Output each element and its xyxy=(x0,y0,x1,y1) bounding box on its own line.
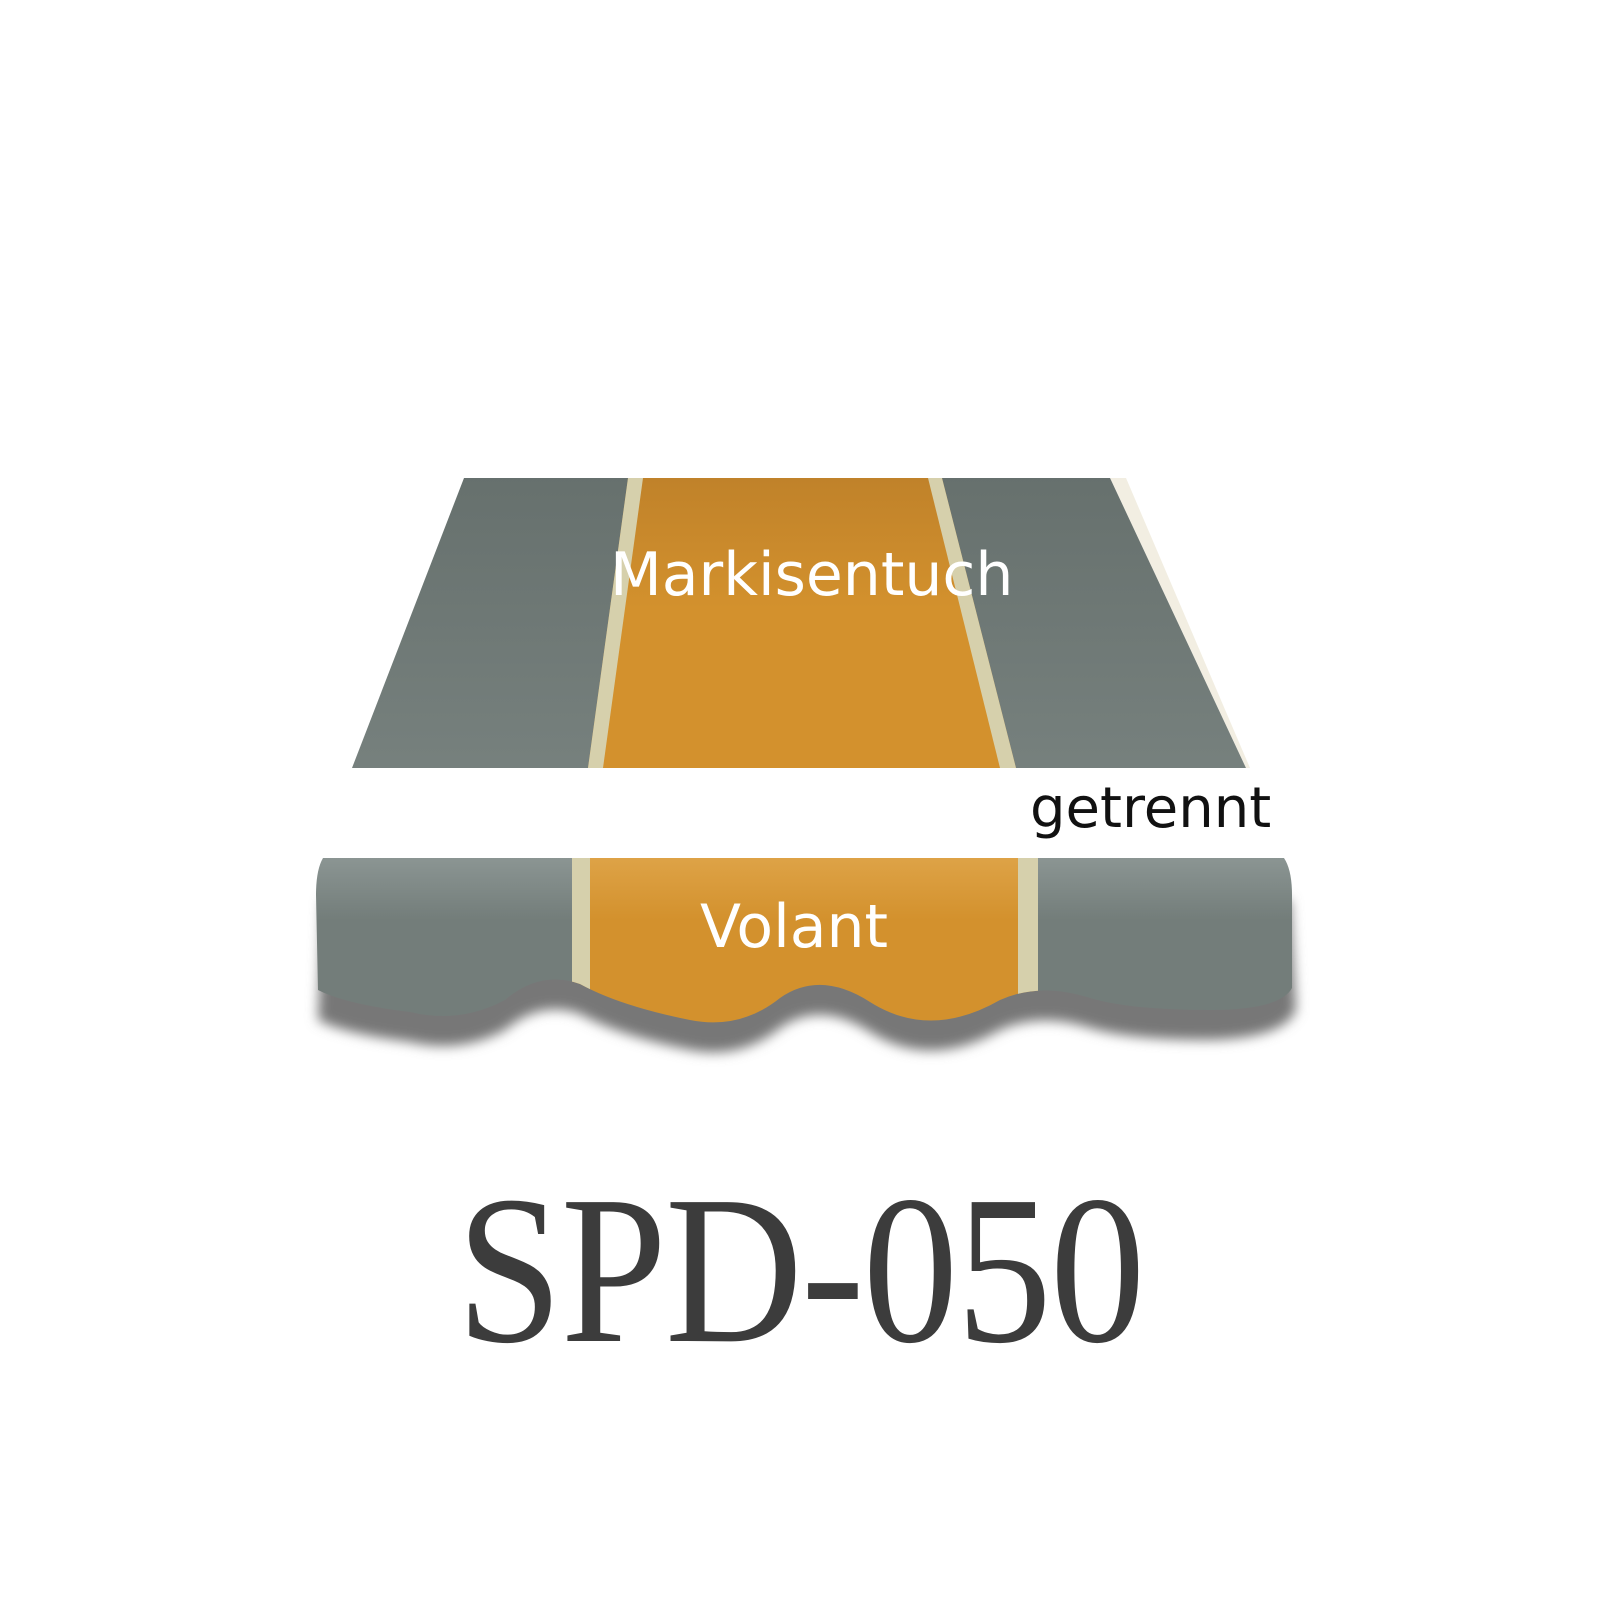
separator-label: getrennt xyxy=(1030,776,1272,841)
product-code: SPD-050 xyxy=(456,1152,1145,1387)
canopy-pin-left xyxy=(588,478,643,768)
valance-pin-right xyxy=(1018,858,1038,1023)
canopy-pin-right xyxy=(928,478,1016,768)
valance-label: Volant xyxy=(700,892,889,962)
canopy-fabric xyxy=(352,478,1250,768)
valance-pin-left xyxy=(572,858,590,1023)
canopy-right-fade xyxy=(1110,478,1250,768)
canopy-label: Markisentuch xyxy=(610,540,1014,610)
canopy-center-stripe xyxy=(588,478,1016,768)
